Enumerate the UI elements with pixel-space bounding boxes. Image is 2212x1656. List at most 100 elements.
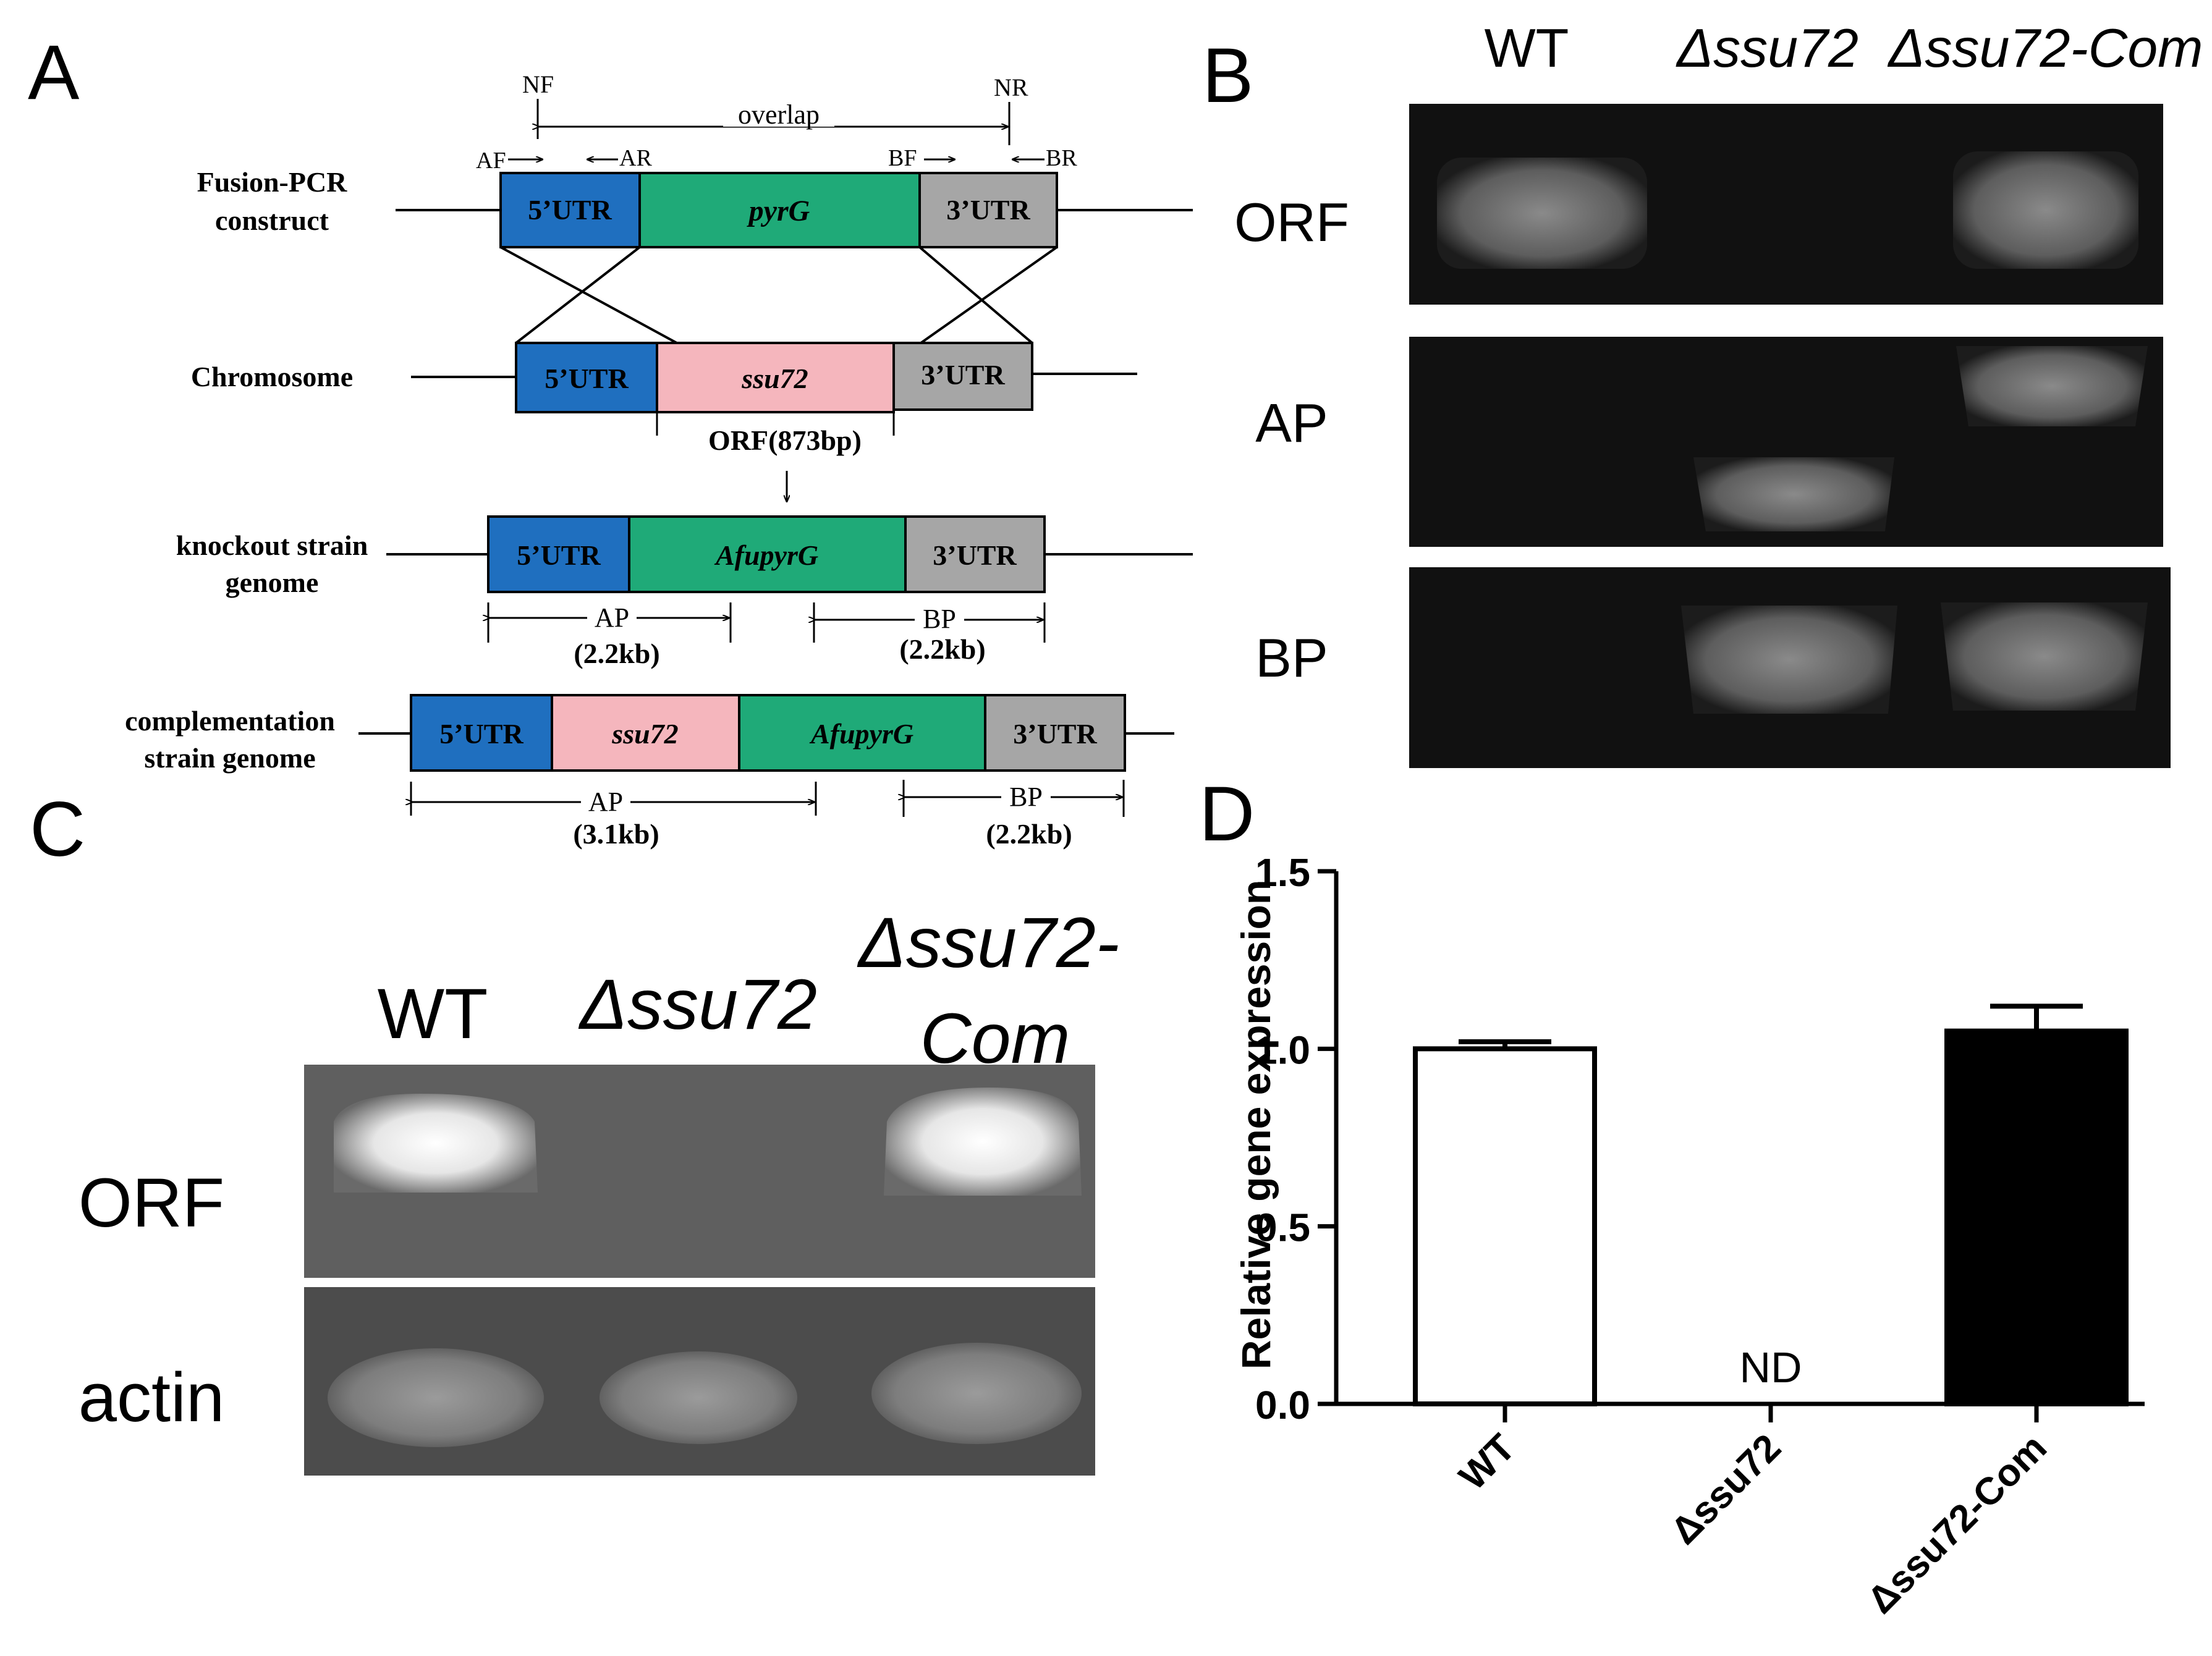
comp-ap-size: (3.1kb) bbox=[573, 818, 659, 850]
lane-label-dssu72-com: Δssu72-Com bbox=[1888, 17, 2203, 78]
ko-afupyrg-label: AfupyrG bbox=[714, 539, 818, 571]
panel-a: A NF NR overlap AF AR BF BR Fusion-PCR c… bbox=[28, 30, 1193, 850]
crossover-right-a bbox=[918, 246, 1033, 344]
primer-annotations: NF NR overlap AF AR BF BR bbox=[476, 70, 1077, 174]
fusion-pyrg-label: pyrG bbox=[747, 195, 810, 227]
ko-bp-label-bg bbox=[915, 604, 964, 632]
comp-utr3-box bbox=[984, 694, 1126, 772]
row-label-comp-1: complementation bbox=[125, 705, 335, 737]
ko-bp-size: (2.2kb) bbox=[899, 633, 985, 665]
panel-d-chart: D Relative gene expression 0.00.51.01.5 … bbox=[1199, 771, 2145, 1622]
row-label-fusion-1: Fusion-PCR bbox=[197, 166, 348, 198]
comp-utr5-box bbox=[410, 694, 553, 772]
band-c-orf-wt bbox=[334, 1094, 538, 1193]
bar-0 bbox=[1413, 1046, 1597, 1407]
band-b-bp-dssu72 bbox=[1681, 606, 1897, 714]
fusion-pyrg-box bbox=[638, 172, 921, 248]
row-knockout: knockout strain genome 5’UTR AfupyrG 3’U… bbox=[176, 515, 1193, 669]
x-tick-label: Δssu72 bbox=[1663, 1426, 1789, 1553]
bars: ND bbox=[1413, 1003, 2129, 1407]
comp-bp-label-bg bbox=[1001, 782, 1051, 809]
chrom-utr5-label: 5’UTR bbox=[545, 363, 629, 394]
crossover-left-a bbox=[500, 246, 677, 344]
comp-ap-label-bg bbox=[581, 787, 630, 814]
band-c-actin-dssu72 bbox=[600, 1351, 797, 1444]
row-label-knockout-1: knockout strain bbox=[176, 530, 368, 561]
ko-afupyrg-box bbox=[628, 515, 907, 593]
band-b-bp-com bbox=[1941, 602, 2148, 711]
comp-utr3-label: 3’UTR bbox=[1013, 718, 1097, 750]
fusion-utr3-box bbox=[918, 172, 1058, 248]
ko-utr5-label: 5’UTR bbox=[517, 539, 601, 571]
panel-b-letter: B bbox=[1202, 33, 1253, 119]
x-tick-label: WT bbox=[1451, 1426, 1523, 1498]
chrom-ssu72-label: ssu72 bbox=[741, 363, 808, 394]
panel-a-letter: A bbox=[28, 30, 80, 116]
comp-bp-size: (2.2kb) bbox=[986, 818, 1072, 850]
y-axis-label: Relative gene expression bbox=[1233, 880, 1279, 1369]
ko-utr3-label: 3’UTR bbox=[933, 539, 1017, 571]
row-label-comp-2: strain genome bbox=[144, 742, 315, 774]
chrom-utr3-label: 3’UTR bbox=[921, 359, 1005, 391]
comp-bp-name: BP bbox=[1009, 782, 1043, 812]
orf-label: ORF(873bp) bbox=[708, 425, 862, 456]
band-c-orf-com bbox=[884, 1088, 1082, 1196]
fusion-utr5-label: 5’UTR bbox=[528, 194, 612, 226]
band-b-orf-wt bbox=[1437, 158, 1647, 269]
row-c-orf: ORF bbox=[78, 1164, 224, 1241]
lane-label-wt: WT bbox=[1485, 17, 1569, 78]
crossover-right-b bbox=[920, 246, 1058, 344]
ko-utr3-box bbox=[904, 515, 1046, 593]
row-label-chromosome: Chromosome bbox=[191, 361, 353, 392]
row-fusion-pcr: Fusion-PCR construct 5’UTR pyrG 3’UTR bbox=[197, 166, 1193, 248]
ko-ap-size: (2.2kb) bbox=[574, 638, 659, 669]
primer-nf: NF bbox=[522, 70, 554, 98]
comp-utr5-label: 5’UTR bbox=[439, 718, 523, 750]
crossover-left-b bbox=[515, 246, 641, 344]
annotation-1: ND bbox=[1739, 1343, 1802, 1392]
primer-bf: BF bbox=[888, 145, 917, 171]
comp-ssu72-label: ssu72 bbox=[611, 718, 678, 750]
primer-nr: NR bbox=[994, 74, 1028, 101]
overlap-label: overlap bbox=[738, 99, 820, 130]
comp-ssu72-box bbox=[551, 694, 740, 772]
bar-2 bbox=[1944, 1028, 2129, 1406]
gel-b-orf bbox=[1409, 104, 2163, 305]
fusion-utr5-box bbox=[499, 172, 641, 248]
row-label-bp: BP bbox=[1255, 627, 1328, 688]
comp-ap-name: AP bbox=[588, 787, 623, 817]
band-c-actin-wt bbox=[328, 1348, 544, 1447]
panel-d-letter: D bbox=[1199, 771, 1255, 857]
overlap-label-bg bbox=[723, 102, 834, 127]
crossover-lines bbox=[500, 246, 1058, 344]
primer-br: BR bbox=[1046, 145, 1077, 171]
lane-c-com-1: Δssu72- bbox=[857, 903, 1119, 982]
gel-b-ap bbox=[1409, 337, 2163, 547]
gel-c-orf bbox=[304, 1065, 1095, 1278]
band-b-orf-com bbox=[1953, 151, 2138, 269]
ko-ap-name: AP bbox=[595, 602, 629, 633]
row-chromosome: Chromosome 5’UTR ssu72 3’UTR ORF(873bp) bbox=[191, 342, 1137, 502]
panel-c-letter: C bbox=[30, 787, 85, 872]
band-b-ap-com bbox=[1956, 346, 2148, 426]
band-c-actin-com bbox=[871, 1343, 1082, 1444]
row-complementation: complementation strain genome 5’UTR ssu7… bbox=[125, 694, 1174, 850]
chrom-utr3-box bbox=[892, 342, 1033, 411]
lane-c-dssu72: Δssu72 bbox=[578, 965, 817, 1044]
fusion-utr3-label: 3’UTR bbox=[946, 194, 1030, 226]
primer-af: AF bbox=[476, 148, 506, 174]
panel-b: B WT Δssu72 Δssu72-Com ORF AP BP bbox=[1202, 17, 2203, 768]
lane-label-dssu72: Δssu72 bbox=[1676, 17, 1858, 78]
band-b-ap-dssu72 bbox=[1693, 457, 1894, 531]
row-label-knockout-2: genome bbox=[226, 567, 319, 598]
ko-utr5-box bbox=[487, 515, 630, 593]
y-tick-label: 1.5 bbox=[1255, 850, 1310, 895]
row-c-actin: actin bbox=[78, 1359, 225, 1436]
ko-bp-name: BP bbox=[923, 604, 956, 634]
y-tick-label: 0.5 bbox=[1255, 1206, 1310, 1250]
row-label-fusion-2: construct bbox=[215, 205, 329, 236]
ko-ap-label-bg bbox=[587, 602, 637, 630]
